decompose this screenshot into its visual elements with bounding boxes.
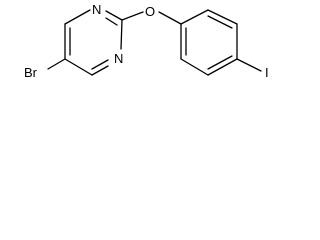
bond-ar4-i: [236, 58, 262, 72]
atom-label-n-bottom: N: [114, 51, 123, 66]
bond-ar4-ar5: [207, 58, 238, 76]
bond-ar1-ar2: [180, 9, 209, 25]
atom-label-i: I: [265, 65, 269, 80]
bond-c4-n3: [91, 65, 109, 76]
bond-n3-c2: [120, 19, 123, 50]
bond-c2-n1: [105, 10, 123, 21]
bond-ar5-ar6: [180, 58, 209, 76]
bond-ar4-ar5-inner: [207, 55, 233, 70]
atom-label-o: O: [145, 4, 155, 19]
bond-c2-o: [121, 11, 144, 21]
bond-n1-c6: [64, 9, 91, 25]
pyrimidine-ring: [64, 9, 123, 76]
bond-c4-n3-inner: [91, 59, 109, 70]
bond-ar2-ar3-inner: [207, 15, 233, 29]
bond-c2-n1-inner: [105, 17, 118, 26]
atom-label-br: Br: [24, 65, 38, 80]
substituent-bonds: [47, 11, 182, 70]
bond-o-aryl: [158, 11, 182, 25]
iodophenyl-ring: [180, 9, 262, 76]
atom-label-n-top: N: [92, 2, 101, 17]
bond-ar2-ar3: [207, 9, 238, 25]
chemical-structure-diagram: N N O Br I: [24, 2, 269, 80]
bond-c5-br: [47, 58, 66, 70]
bond-c5-c4: [64, 58, 93, 76]
